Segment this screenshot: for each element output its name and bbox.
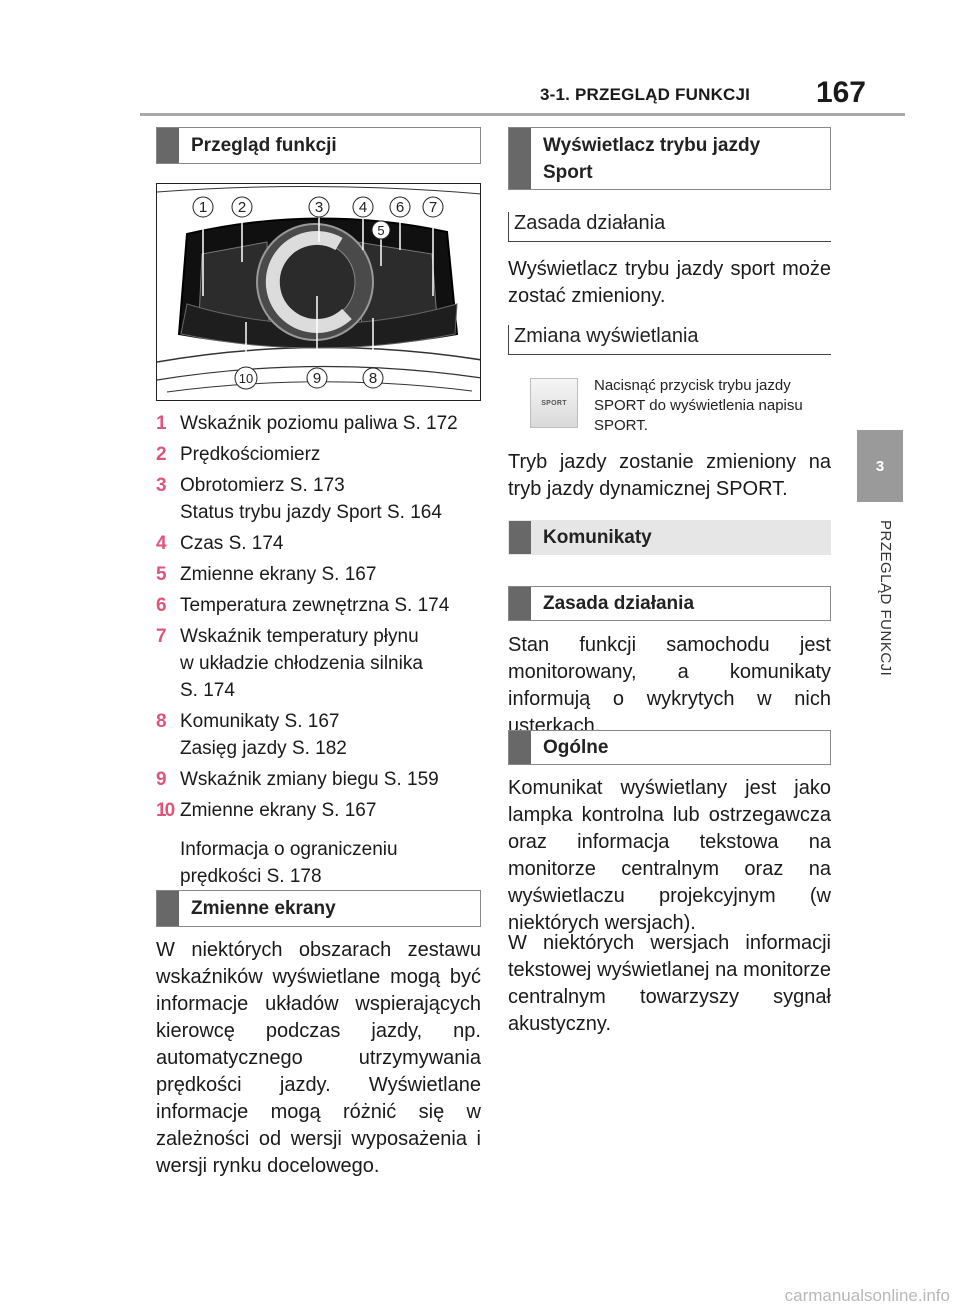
callout-10: 10 xyxy=(239,371,253,386)
heading-bar xyxy=(509,521,531,554)
cluster-illustration: 1 2 3 4 5 6 7 8 9 10 xyxy=(157,185,480,393)
heading-general: Ogólne xyxy=(508,730,831,765)
page-number: 167 xyxy=(815,76,866,109)
heading-variable-screens: Zmienne ekrany xyxy=(156,890,481,927)
header-rule xyxy=(140,113,905,116)
sport-text: Wyświetlacz trybu jazdy sport może zosta… xyxy=(508,258,831,307)
principle-text: Stan funkcji samochodu jest monitorowany… xyxy=(508,634,831,737)
callout-5: 5 xyxy=(377,223,384,238)
callout-7: 7 xyxy=(429,199,437,216)
callout-1: 1 xyxy=(199,199,207,216)
heading-principle: Zasada działania xyxy=(508,586,831,621)
chapter-title: PRZEGLĄD FUNKCJI xyxy=(877,520,894,677)
heading-bar xyxy=(509,731,531,764)
chapter-tab: 3 xyxy=(857,430,903,502)
sport-button-icon: SPORT xyxy=(530,378,578,428)
heading-bar xyxy=(509,128,531,189)
callout-6: 6 xyxy=(396,199,404,216)
mode-text: Tryb jazdy zostanie zmieniony na tryb ja… xyxy=(508,451,831,500)
callout-3: 3 xyxy=(315,199,323,216)
heading-bar xyxy=(509,587,531,620)
callout-2: 2 xyxy=(238,199,246,216)
heading-messages: Komunikaty xyxy=(508,520,831,555)
variable-screens-text: W niektórych obszarach zestawu wskaźnikó… xyxy=(156,939,481,1177)
callout-4: 4 xyxy=(359,199,367,216)
button-note: Nacisnąć przycisk trybu jazdy SPORT do w… xyxy=(594,377,803,434)
callout-9: 9 xyxy=(313,370,321,387)
watermark: carmanualsonline.info xyxy=(784,1286,950,1305)
general-text-2: W niektórych wersjach informacji tekstow… xyxy=(508,932,831,1035)
subheading-principle: Zasada działania xyxy=(508,212,831,242)
chapter-title-vertical: PRZEGLĄD FUNKCJI xyxy=(856,520,904,760)
heading-overview: Przegląd funkcji xyxy=(156,127,481,164)
instrument-cluster-figure: 1 2 3 4 5 6 7 8 9 10 xyxy=(156,183,481,401)
general-text-1: Komunikat wyświetlany jest jako lampka k… xyxy=(508,777,831,934)
subheading-change-display: Zmiana wyświetlania xyxy=(508,325,831,355)
callout-8: 8 xyxy=(369,370,377,387)
section-title: 3-1. PRZEGLĄD FUNKCJI xyxy=(540,85,751,104)
heading-bar xyxy=(157,891,179,926)
heading-bar xyxy=(157,128,179,163)
